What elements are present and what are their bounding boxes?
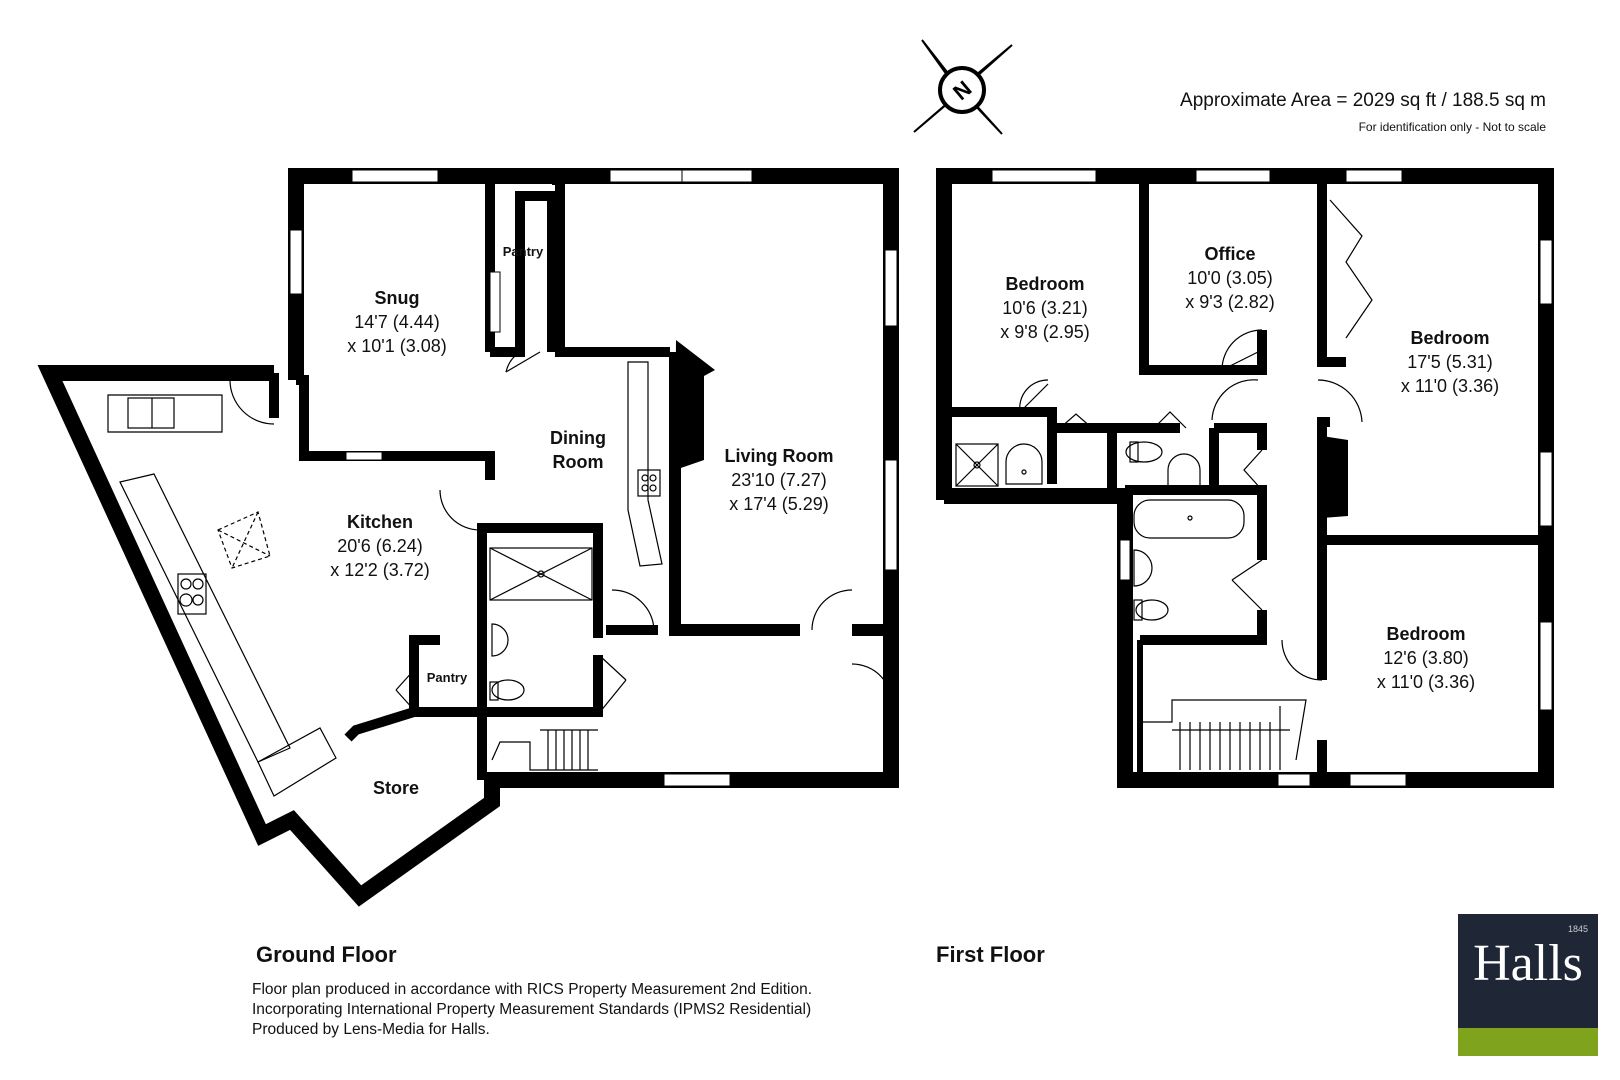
room-dim: 17'5 (5.31): [1407, 352, 1493, 372]
ground-floor-title: Ground Floor: [256, 942, 397, 967]
room-label-pantry-small: Pantry: [427, 670, 467, 686]
room-name: Kitchen: [346, 512, 413, 532]
room-label-pantry-top: Pantry: [503, 244, 543, 260]
room-label-store: Store: [373, 776, 419, 800]
room-dim: x 10'1 (3.08): [347, 336, 447, 356]
room-dim: x 17'4 (5.29): [729, 494, 829, 514]
ground-floor-walls: [37, 168, 899, 907]
room-dim: x 11'0 (3.36): [1400, 376, 1500, 396]
room-name: Room: [552, 452, 604, 472]
room-name: Office: [1204, 244, 1256, 264]
room-name: Dining: [550, 428, 606, 448]
room-dim: 10'6 (3.21): [1002, 298, 1088, 318]
logo-year: 1845: [1567, 924, 1588, 934]
halls-logo: 1845 Halls: [1458, 914, 1598, 1056]
room-dim: 23'10 (7.27): [731, 470, 827, 490]
chimney-breast-first: [1322, 436, 1348, 518]
room-name: Bedroom: [1386, 624, 1466, 644]
room-dim: 12'6 (3.80): [1383, 648, 1469, 668]
room-label-bedroom-1: Bedroom 10'6 (3.21) x 9'8 (2.95): [1000, 272, 1089, 344]
room-label-kitchen: Kitchen 20'6 (6.24) x 12'2 (3.72): [330, 510, 430, 582]
room-name: Bedroom: [1410, 328, 1490, 348]
first-floor-title: First Floor: [936, 942, 1045, 967]
room-label-bedroom-2: Bedroom 17'5 (5.31) x 11'0 (3.36): [1401, 326, 1499, 398]
ground-floor-doors: [229, 351, 893, 739]
first-floor-windows: [991, 169, 1553, 787]
room-name: Pantry: [426, 670, 468, 685]
room-dim: x 9'3 (2.82): [1185, 292, 1275, 312]
identification-note: For identification only - Not to scale: [1358, 120, 1546, 134]
room-label-office: Office 10'0 (3.05) x 9'3 (2.82): [1185, 242, 1274, 314]
room-name: Bedroom: [1005, 274, 1085, 294]
room-name: Living Room: [724, 446, 834, 466]
room-dim: 14'7 (4.44): [354, 312, 440, 332]
first-floor-fixtures: [955, 199, 1373, 770]
room-dim: 20'6 (6.24): [337, 536, 423, 556]
room-dim: 10'0 (3.05): [1187, 268, 1273, 288]
logo-band: [1458, 1028, 1598, 1056]
room-label-dining: Dining Room: [550, 426, 606, 474]
logo-word: Halls: [1473, 935, 1583, 992]
kitchen-worktop: [107, 361, 663, 797]
ground-floor-windows: [289, 169, 898, 787]
room-label-bedroom-3: Bedroom 12'6 (3.80) x 11'0 (3.36): [1377, 622, 1475, 694]
room-label-living: Living Room 23'10 (7.27) x 17'4 (5.29): [725, 444, 834, 516]
room-name: Store: [372, 778, 420, 798]
room-name: Snug: [374, 288, 420, 308]
compass-icon: N: [913, 39, 1013, 135]
chimney-breast: [675, 340, 715, 470]
footnote: Floor plan produced in accordance with R…: [252, 981, 813, 1038]
room-dim: x 12'2 (3.72): [330, 560, 430, 580]
room-label-snug: Snug 14'7 (4.44) x 10'1 (3.08): [347, 286, 447, 358]
approximate-area: Approximate Area = 2029 sq ft / 188.5 sq…: [1180, 90, 1546, 111]
room-dim: x 11'0 (3.36): [1376, 672, 1476, 692]
room-dim: x 9'8 (2.95): [1000, 322, 1090, 342]
room-name: Pantry: [502, 244, 544, 259]
